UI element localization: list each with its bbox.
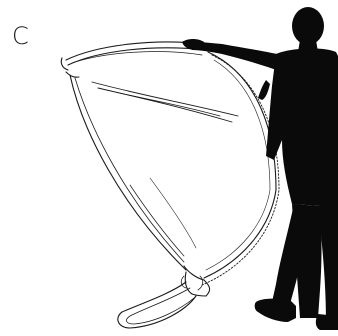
bag-outline-icon — [61, 42, 279, 328]
